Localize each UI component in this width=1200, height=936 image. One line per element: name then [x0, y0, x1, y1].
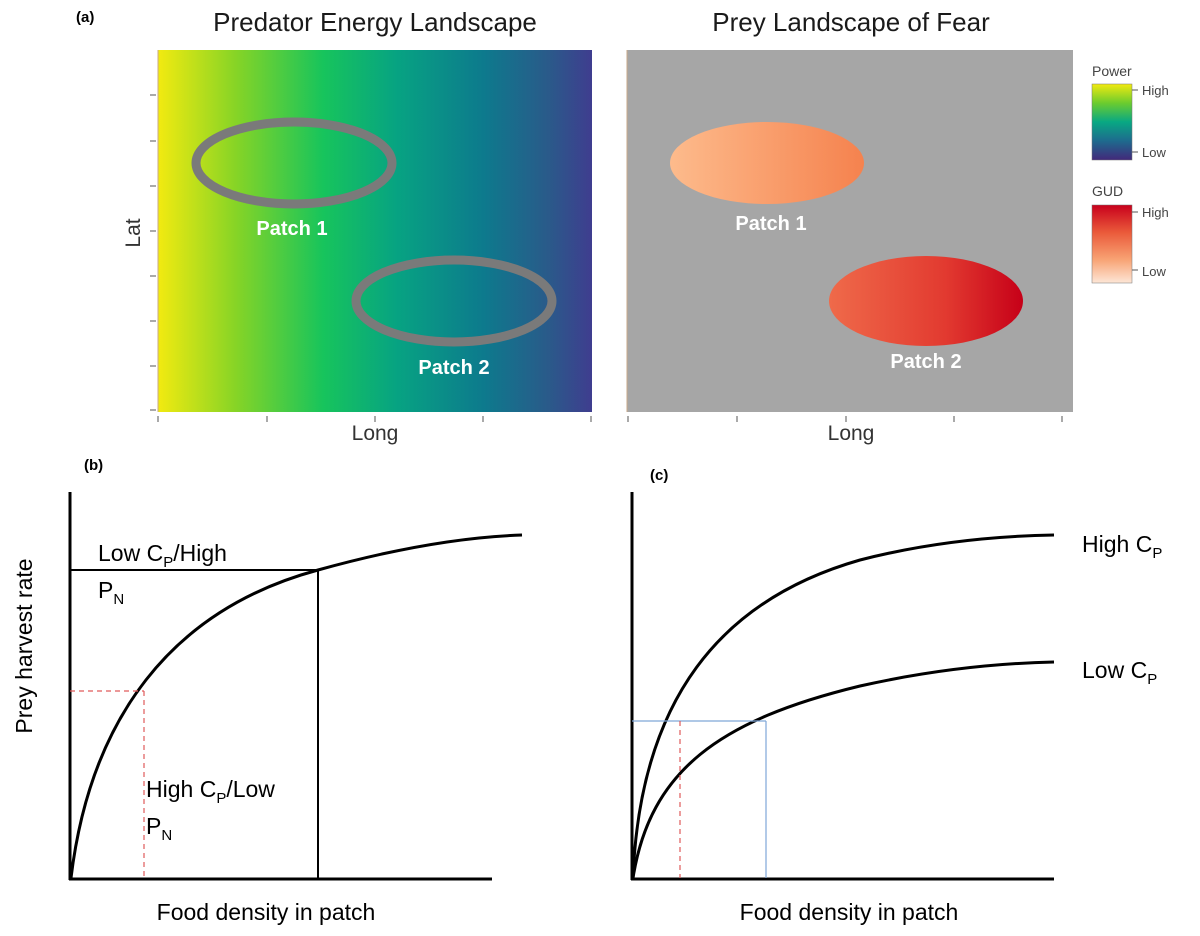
- predator-map-title: Predator Energy Landscape: [213, 7, 537, 37]
- panel-b-harvest-curve: [69, 533, 523, 879]
- power-legend-high: High: [1142, 83, 1169, 98]
- panel-c-high-label: High CP: [1082, 531, 1162, 562]
- fear-x-ticks: [627, 416, 1063, 422]
- fear-patch-1: [670, 122, 864, 204]
- power-legend-low: Low: [1142, 145, 1166, 160]
- panel-b-x-label: Food density in patch: [157, 899, 376, 925]
- gud-legend-low: Low: [1142, 264, 1166, 279]
- fear-patch-2-label: Patch 2: [890, 351, 961, 373]
- panel-c-label: (c): [650, 467, 668, 484]
- predator-x-ticks: [157, 416, 592, 422]
- power-legend-title: Power: [1092, 63, 1132, 79]
- panel-c-x-label: Food density in patch: [740, 899, 959, 925]
- fear-x-label: Long: [828, 422, 875, 445]
- panel-b-upper-label: Low CP/High: [98, 540, 227, 571]
- fear-map-title: Prey Landscape of Fear: [712, 7, 990, 37]
- gud-legend-high: High: [1142, 205, 1169, 220]
- panel-b-upper-label-line2: PN: [98, 577, 124, 608]
- fear-patch-1-label: Patch 1: [735, 213, 806, 235]
- gud-colorbar: [1091, 204, 1133, 284]
- prey-fear-map: [627, 50, 1073, 412]
- panel-b-lower-label-line2: PN: [146, 813, 172, 844]
- predator-x-label: Long: [352, 422, 399, 445]
- predator-patch-1-ring: [191, 117, 397, 209]
- predator-patch-2-ring: [351, 255, 557, 347]
- predator-patch-1-label: Patch 1: [256, 218, 327, 240]
- gud-legend-title: GUD: [1092, 183, 1123, 199]
- power-colorbar: [1091, 83, 1133, 161]
- predator-y-ticks: [150, 94, 156, 411]
- predator-patch-2-label: Patch 2: [418, 357, 489, 379]
- fear-patch-2: [829, 256, 1023, 346]
- panel-a-label: (a): [76, 9, 94, 26]
- panel-c-low-cp-curve: [631, 660, 1055, 879]
- predator-energy-map: [158, 50, 592, 412]
- panel-b-label: (b): [84, 457, 103, 474]
- panel-b-y-label: Prey harvest rate: [11, 558, 37, 733]
- panel-c-low-label: Low CP: [1082, 657, 1157, 688]
- panel-c-high-cp-curve: [631, 533, 1055, 879]
- predator-y-label: Lat: [122, 218, 145, 247]
- panel-b-lower-label: High CP/Low: [146, 776, 275, 807]
